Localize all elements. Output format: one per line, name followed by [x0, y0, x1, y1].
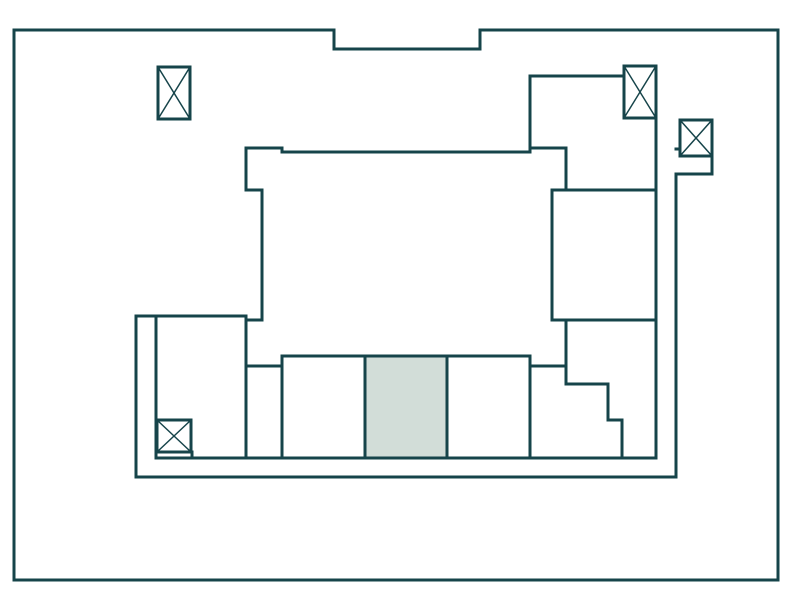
shaft-icon	[156, 65, 192, 121]
shaft-icon	[622, 64, 658, 120]
unit-5[interactable]	[445, 354, 532, 460]
shaft-icon	[678, 118, 714, 158]
corridor-left	[134, 314, 158, 460]
wing-top-right	[528, 74, 626, 150]
shaft-icon	[155, 418, 193, 454]
unit-7[interactable]	[550, 188, 658, 322]
unit-8[interactable]	[564, 318, 658, 460]
core-outline	[244, 146, 568, 368]
site-boundary	[12, 28, 780, 582]
unit-4[interactable]	[363, 354, 449, 460]
unit-3[interactable]	[280, 354, 367, 460]
